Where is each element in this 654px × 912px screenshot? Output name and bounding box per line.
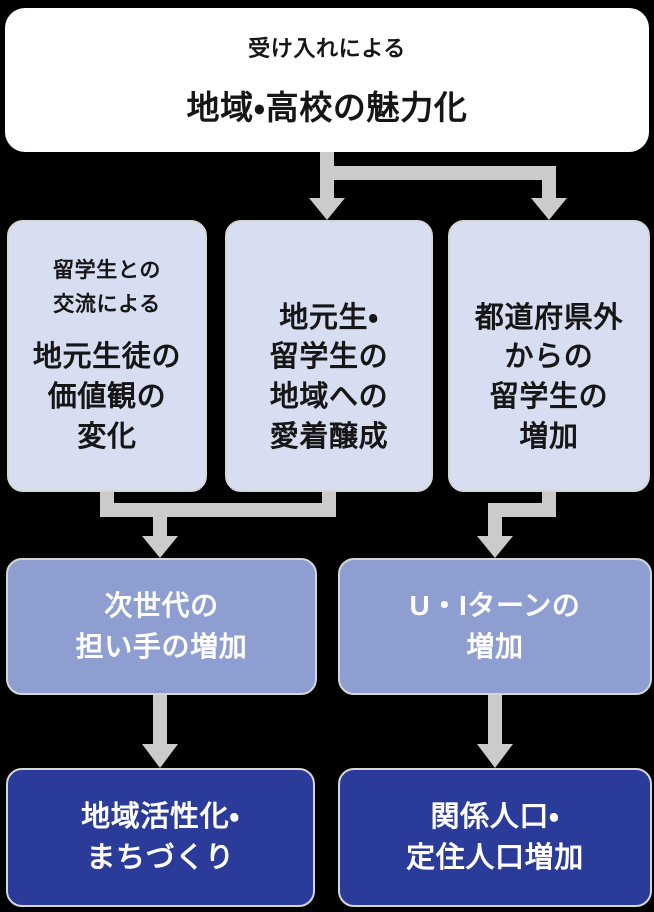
title-line: 次世代の: [104, 590, 219, 622]
arrow-students-to-ui-turn: [477, 492, 556, 558]
title-line: 変化: [77, 420, 137, 453]
mid-box-subtitle: 留学生との 交流による: [53, 254, 161, 322]
outcome-box-next-generation: 次世代の 担い手の増加: [6, 558, 317, 695]
goal-box-regional-revitalization: 地域活性化・ まちづくり: [6, 768, 315, 907]
title-line: 定住人口増加: [406, 841, 584, 874]
outcome-box-title: 次世代の 担い手の増加: [76, 586, 248, 666]
title-line: からの: [504, 341, 594, 374]
title-line: 関係人口・: [430, 800, 560, 833]
title-line: 地元生・: [279, 301, 379, 334]
outcome-box-title: U・Iターンの 増加: [409, 586, 580, 666]
subtitle-line: 留学生との: [53, 259, 161, 283]
goal-box-title: 関係人口・ 定住人口増加: [406, 797, 584, 878]
arrow-ui-turn-to-population: [477, 695, 513, 768]
mid-box-title: 都道府県外 からの 留学生の 増加: [475, 299, 623, 458]
mid-box-out-of-prefecture-students: 都道府県外 からの 留学生の 増加: [448, 220, 650, 492]
mid-box-title: 地元生・ 留学生の 地域への 愛着醸成: [270, 299, 389, 458]
arrow-merge-to-next-generation: [100, 492, 336, 558]
title-line: 地元生徒の: [32, 341, 182, 374]
mid-box-local-student-values: 留学生との 交流による 地元生徒の 価値観の 変化: [7, 220, 207, 492]
title-line: まちづくり: [86, 841, 235, 874]
goal-box-title: 地域活性化・ まちづくり: [81, 797, 240, 878]
outcome-box-ui-turn: U・Iターンの 増加: [338, 558, 652, 695]
title-line: U・Iターンの: [409, 590, 581, 622]
top-box-attractiveness: 受け入れによる 地域・高校の魅力化: [5, 8, 649, 152]
title-line: 増加: [519, 420, 579, 453]
title-line: 留学生の: [489, 381, 609, 413]
title-line: 増加: [466, 630, 524, 662]
arrow-next-generation-to-revitalization: [142, 695, 178, 768]
title-line: 愛着醸成: [269, 420, 389, 453]
mid-box-regional-attachment: 地元生・ 留学生の 地域への 愛着醸成: [225, 220, 433, 492]
top-box-subtitle: 受け入れによる: [248, 36, 406, 61]
title-line: 価値観の: [47, 381, 167, 414]
arrow-top-to-middle-and-right: [309, 152, 567, 220]
top-box-title: 地域・高校の魅力化: [186, 89, 468, 126]
subtitle-line: 交流による: [53, 293, 161, 317]
title-line: 留学生の: [269, 341, 389, 374]
title-line: 地域活性化・: [81, 800, 240, 833]
goal-box-population-increase: 関係人口・ 定住人口増加: [338, 768, 652, 907]
title-line: 都道府県外: [474, 301, 624, 334]
mid-box-title: 地元生徒の 価値観の 変化: [33, 338, 181, 457]
title-line: 担い手の増加: [75, 630, 248, 662]
title-line: 地域への: [269, 381, 389, 413]
